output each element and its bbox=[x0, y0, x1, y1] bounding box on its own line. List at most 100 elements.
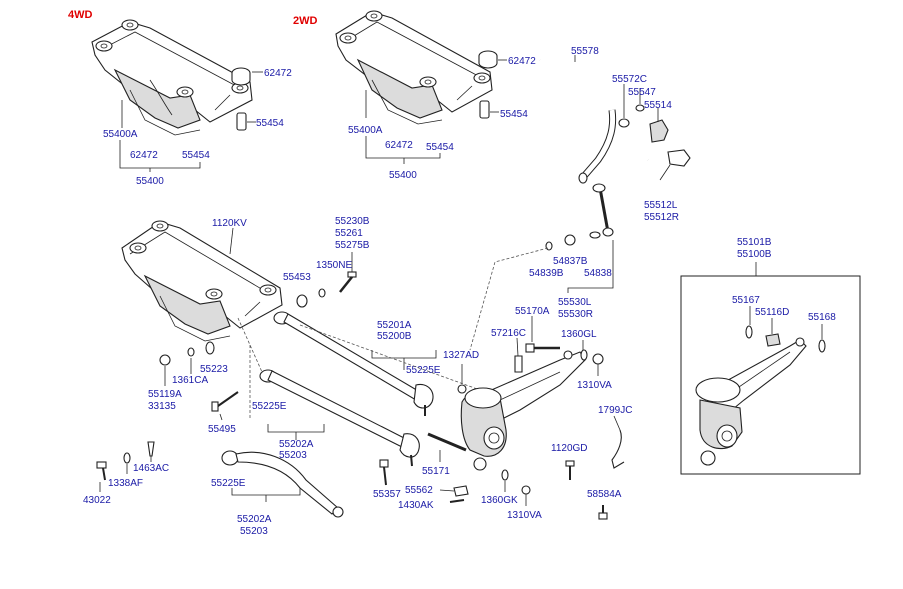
bolt-head-55230b bbox=[347, 271, 357, 278]
callout-55168: 55168 bbox=[808, 312, 836, 323]
callout-55167: 55167 bbox=[732, 295, 760, 306]
callout-1463ac: 1463AC bbox=[133, 463, 169, 474]
bushing-54838 bbox=[589, 231, 601, 239]
bracket-1799jc bbox=[611, 429, 625, 469]
callout-55202a: 55202A bbox=[279, 439, 314, 450]
callout-62472: 62472 bbox=[130, 150, 158, 161]
nut-1310va-b bbox=[521, 485, 531, 495]
callout-55100b: 55100B bbox=[737, 249, 772, 260]
callout-55202a: 55202A bbox=[237, 514, 272, 525]
stabilizer-link bbox=[592, 183, 614, 237]
callout-55547: 55547 bbox=[628, 87, 656, 98]
washer-55168 bbox=[818, 339, 826, 353]
tag-4wd: 4WD bbox=[68, 9, 93, 21]
callout-1120kv: 1120KV bbox=[212, 218, 247, 229]
callout-1310va: 1310VA bbox=[507, 510, 542, 521]
callout-55200b: 55200B bbox=[377, 331, 412, 342]
callout-55357: 55357 bbox=[373, 489, 401, 500]
callout-55454: 55454 bbox=[500, 109, 528, 120]
callout-54837b: 54837B bbox=[553, 256, 588, 267]
callout-62472: 62472 bbox=[385, 140, 413, 151]
tag-2wd: 2WD bbox=[293, 15, 318, 27]
crossmember-2wd bbox=[335, 10, 493, 125]
callout-55562: 55562 bbox=[405, 485, 433, 496]
trailing-arm-55202a bbox=[221, 450, 344, 518]
knuckle-55171 bbox=[460, 387, 507, 471]
callout-55101b: 55101B bbox=[737, 237, 772, 248]
callout-55170a: 55170A bbox=[515, 306, 550, 317]
bolt-58584a bbox=[598, 505, 608, 520]
callout-55512r: 55512R bbox=[644, 212, 679, 223]
callout-57216c: 57216C bbox=[491, 328, 526, 339]
clip-55562 bbox=[453, 485, 469, 497]
sleeve-55454-4wd bbox=[236, 112, 247, 131]
nut-1327ad bbox=[457, 384, 467, 394]
crossmember-4wd bbox=[91, 19, 253, 136]
washer-1360gl bbox=[580, 349, 588, 361]
bolt-55170a bbox=[525, 343, 560, 353]
bushing-62472-2wd-side bbox=[478, 56, 498, 69]
callout-55203: 55203 bbox=[279, 450, 307, 461]
washer-55223 bbox=[205, 341, 215, 355]
callout-55453: 55453 bbox=[283, 272, 311, 283]
nut-55119a bbox=[159, 354, 171, 366]
nut-54837b bbox=[564, 234, 576, 246]
callout-54838: 54838 bbox=[584, 268, 612, 279]
callout-55225e: 55225E bbox=[252, 401, 287, 412]
callout-55578: 55578 bbox=[571, 46, 599, 57]
callout-55230b: 55230B bbox=[335, 216, 370, 227]
stabilizer-bar bbox=[539, 57, 650, 184]
callout-55454: 55454 bbox=[426, 142, 454, 153]
callout-55223: 55223 bbox=[200, 364, 228, 375]
washer-1338af bbox=[123, 452, 131, 464]
sleeve-55454-2wd bbox=[479, 100, 490, 119]
bolt-55357 bbox=[379, 459, 389, 486]
callout-55119a: 55119A bbox=[148, 389, 182, 400]
callout-1361ca: 1361CA bbox=[172, 375, 208, 386]
control-arm-assembly-detail bbox=[695, 337, 807, 466]
callout-54839b: 54839B bbox=[529, 268, 564, 279]
callout-43022: 43022 bbox=[83, 495, 111, 506]
callout-1350ne: 1350NE bbox=[316, 260, 352, 271]
nut-1310va bbox=[592, 353, 604, 365]
lateral-arm-55202a bbox=[259, 369, 420, 467]
callout-55495: 55495 bbox=[208, 424, 236, 435]
callout-62472: 62472 bbox=[264, 68, 292, 79]
callout-55116d: 55116D bbox=[755, 307, 789, 318]
callout-1360gl: 1360GL bbox=[561, 329, 597, 340]
callout-55203: 55203 bbox=[240, 526, 268, 537]
bushing-55116d bbox=[765, 333, 781, 347]
washer-1360gk bbox=[501, 469, 509, 481]
lateral-arm-55201a bbox=[273, 311, 434, 416]
bolt-1430ak bbox=[449, 499, 465, 503]
callout-55171: 55171 bbox=[422, 466, 450, 477]
bolt-43022 bbox=[96, 461, 107, 481]
callout-1338af: 1338AF bbox=[108, 478, 143, 489]
crossmember-assembly bbox=[121, 220, 283, 342]
bushing-62472-4wd-side bbox=[231, 73, 251, 86]
callout-1430ak: 1430AK bbox=[398, 500, 434, 511]
callout-55400a: 55400A bbox=[348, 125, 383, 136]
callout-1327ad: 1327AD bbox=[443, 350, 479, 361]
callout-58584a: 58584A bbox=[587, 489, 622, 500]
washer-1350ne bbox=[318, 288, 326, 298]
callout-55514: 55514 bbox=[644, 100, 672, 111]
callout-55454: 55454 bbox=[256, 118, 284, 129]
bolt-55495 bbox=[211, 391, 239, 412]
callout-55225e: 55225E bbox=[211, 478, 246, 489]
clip-57216c bbox=[514, 355, 523, 373]
callout-1799jc: 1799JC bbox=[598, 405, 632, 416]
bushing-55514 bbox=[649, 119, 669, 143]
clamp-55572c bbox=[618, 118, 630, 128]
callout-1310va: 1310VA bbox=[577, 380, 612, 391]
callout-55275b: 55275B bbox=[335, 240, 370, 251]
callout-55400: 55400 bbox=[136, 176, 164, 187]
bracket-55512 bbox=[667, 149, 691, 167]
callout-55400a: 55400A bbox=[103, 129, 138, 140]
callout-55201a: 55201A bbox=[377, 320, 412, 331]
callout-55572c: 55572C bbox=[612, 74, 647, 85]
pin-1463ac bbox=[147, 441, 155, 457]
washer-54839b bbox=[545, 241, 553, 251]
callout-55261: 55261 bbox=[335, 228, 363, 239]
